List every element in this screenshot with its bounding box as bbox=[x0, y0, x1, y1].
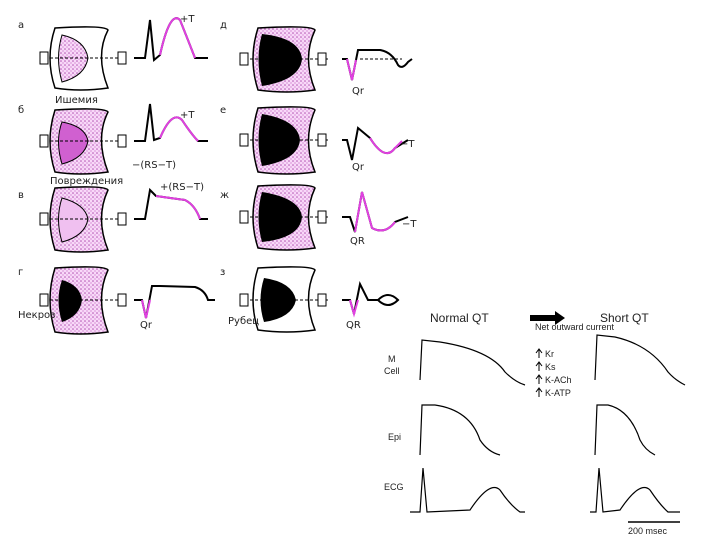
st-elevation bbox=[155, 195, 201, 220]
q-wave bbox=[349, 299, 359, 318]
ecg-trace bbox=[134, 285, 215, 319]
region-label: Повреждения bbox=[50, 176, 123, 187]
m-cell-normal-trace bbox=[419, 339, 526, 386]
row-label-m-cell: M Cell bbox=[384, 354, 400, 376]
scale-bar-label: 200 msec bbox=[628, 526, 668, 536]
panel-g: ж QR −T bbox=[220, 184, 417, 251]
t-wave bbox=[354, 191, 396, 233]
heart-section bbox=[239, 184, 330, 251]
wave-label: Qr bbox=[352, 162, 365, 173]
wave-label: QR bbox=[346, 320, 361, 331]
wave-label: +T bbox=[180, 110, 195, 121]
panel-letter: в bbox=[18, 190, 24, 201]
ecg-trace bbox=[342, 49, 413, 81]
wave-label: −(RS−T) bbox=[132, 160, 176, 171]
panel-letter: а bbox=[18, 20, 24, 31]
current-kr: Kr bbox=[545, 349, 554, 359]
panel-f: е Qr −T bbox=[220, 105, 415, 175]
panel-e: д Qr bbox=[220, 20, 413, 97]
heart-section bbox=[39, 266, 127, 335]
panel-letter: б bbox=[18, 105, 24, 116]
panel-letter: ж bbox=[220, 190, 229, 201]
currents-list: Kr Ks K-ACh K-ATP bbox=[535, 348, 572, 398]
wave-label: +(RS−T) bbox=[160, 182, 204, 193]
ecg-trace bbox=[134, 103, 208, 142]
panel-h: з QR Рубец bbox=[220, 266, 400, 333]
wave-label: +T bbox=[180, 14, 195, 25]
panel-a: а +T Ишемия bbox=[18, 14, 208, 106]
up-arrow-icon bbox=[535, 374, 543, 384]
heart-section bbox=[239, 26, 330, 93]
up-arrow-icon bbox=[535, 348, 543, 358]
q-wave bbox=[141, 299, 151, 319]
heart-section bbox=[239, 106, 330, 175]
currents-header: Net outward current bbox=[535, 322, 615, 332]
t-wave bbox=[159, 116, 199, 142]
region-label: Некроз bbox=[18, 310, 56, 321]
wave-label: Qr bbox=[352, 86, 365, 97]
ecg-short-trace bbox=[590, 467, 680, 513]
panel-letter: г bbox=[18, 267, 23, 278]
ecg-trace bbox=[134, 17, 208, 62]
current-katp: K-ATP bbox=[545, 388, 571, 398]
row-label-ecg: ECG bbox=[384, 482, 404, 492]
panel-d: г Qr Некроз bbox=[18, 266, 215, 335]
ecg-trace bbox=[342, 191, 409, 233]
row-label-m: M bbox=[388, 354, 396, 364]
m-cell-short-trace bbox=[594, 334, 686, 386]
epi-short-trace bbox=[594, 404, 656, 456]
ecg-normal-trace bbox=[410, 467, 525, 513]
heart-section bbox=[39, 186, 127, 253]
q-wave bbox=[346, 58, 357, 81]
up-arrow-icon bbox=[535, 361, 543, 371]
region-label: Ишемия bbox=[55, 95, 98, 106]
wave-label: Qr bbox=[140, 320, 153, 331]
short-qt-title: Short QT bbox=[600, 311, 649, 325]
region-label: Рубец bbox=[228, 316, 259, 327]
panel-letter: д bbox=[220, 20, 227, 31]
heart-section bbox=[239, 266, 330, 333]
wave-label: −T bbox=[400, 139, 415, 150]
ecg-trace bbox=[134, 187, 208, 220]
current-ks: Ks bbox=[545, 362, 556, 372]
ecg-trace bbox=[342, 280, 400, 315]
wave-label: −T bbox=[402, 219, 417, 230]
row-label-cell: Cell bbox=[384, 366, 400, 376]
panel-b: б +T −(RS−T) Повреждения bbox=[18, 103, 208, 187]
heart-section bbox=[39, 108, 127, 175]
heart-section bbox=[39, 26, 127, 91]
panel-c: в +(RS−T) bbox=[18, 182, 208, 253]
wave-label: QR bbox=[350, 236, 365, 247]
up-arrow-icon bbox=[535, 387, 543, 397]
t-wave bbox=[369, 137, 403, 155]
normal-qt-title: Normal QT bbox=[430, 311, 489, 325]
current-kach: K-ACh bbox=[545, 375, 572, 385]
panel-letter: е bbox=[220, 105, 226, 116]
epi-normal-trace bbox=[419, 404, 501, 456]
row-label-epi: Epi bbox=[388, 432, 401, 442]
qt-comparison: Normal QT Short QT M Cell Epi ECG Net ou… bbox=[384, 311, 686, 536]
t-wave bbox=[159, 17, 196, 59]
panel-letter: з bbox=[220, 267, 225, 278]
arrow-icon bbox=[530, 311, 565, 325]
